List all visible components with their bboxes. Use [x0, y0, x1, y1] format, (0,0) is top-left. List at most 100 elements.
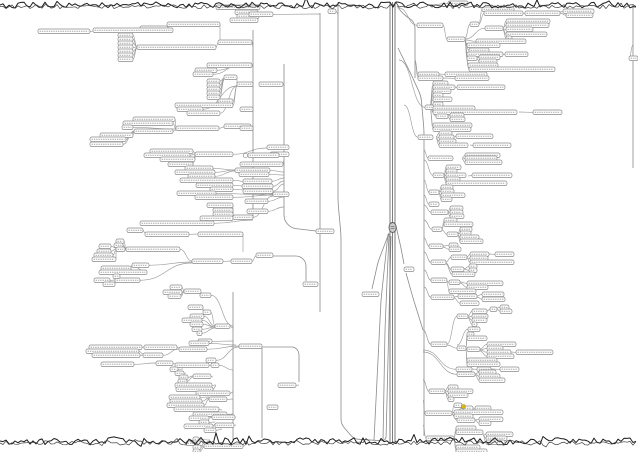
branch-trunk-line	[371, 232, 390, 290]
node-connector	[267, 196, 285, 202]
mindmap-node[interactable]	[428, 388, 446, 394]
mindmap-node[interactable]	[266, 404, 279, 410]
mindmap-node[interactable]	[102, 281, 116, 287]
mindmap-node[interactable]	[467, 326, 481, 332]
mindmap-node[interactable]	[188, 340, 210, 346]
mindmap-node[interactable]	[121, 124, 134, 130]
node-connector	[218, 126, 225, 129]
node-connector	[461, 154, 466, 159]
node-connector	[467, 310, 473, 317]
node-connector	[423, 251, 432, 263]
mindmap-node[interactable]	[133, 128, 174, 134]
mindmap-node[interactable]	[93, 277, 111, 283]
mindmap-node[interactable]	[203, 443, 244, 449]
node-connector	[467, 316, 473, 321]
mindmap-node[interactable]	[478, 377, 506, 383]
mindmap-node[interactable]	[456, 84, 506, 90]
node-connector	[445, 256, 452, 263]
mindmap-node[interactable]	[469, 259, 515, 265]
mindmap-node[interactable]	[166, 21, 221, 27]
mindmap-node[interactable]	[167, 161, 194, 167]
node-connector	[479, 349, 488, 353]
mindmap-node[interactable]	[195, 390, 231, 396]
mindmap-node[interactable]	[230, 258, 253, 264]
mindmap-node[interactable]	[456, 313, 469, 319]
mindmap-node[interactable]	[453, 409, 504, 415]
mindmap-node[interactable]	[92, 27, 174, 33]
mindmap-node[interactable]	[239, 161, 284, 167]
mindmap-node[interactable]	[98, 243, 112, 249]
mindmap-node[interactable]	[440, 196, 453, 202]
mindmap-node[interactable]	[416, 22, 444, 28]
mindmap-node[interactable]	[478, 420, 492, 426]
mindmap-node[interactable]	[448, 279, 461, 285]
mindmap-node[interactable]	[483, 10, 524, 16]
mindmap-node[interactable]	[435, 113, 449, 119]
node-connector	[453, 295, 459, 298]
mindmap-node[interactable]	[489, 306, 498, 312]
mindmap-node[interactable]	[455, 366, 473, 372]
node-connector	[271, 177, 285, 182]
node-connector	[218, 408, 223, 411]
mindmap-node[interactable]	[206, 202, 234, 208]
mindmap-node[interactable]	[524, 10, 561, 16]
mindmap-node[interactable]	[466, 284, 489, 290]
mindmap-node[interactable]	[169, 284, 183, 290]
mindmap-node[interactable]	[126, 227, 144, 233]
mindmap-node[interactable]	[450, 254, 468, 260]
mindmap-node[interactable]	[217, 39, 253, 45]
node-connector	[463, 265, 470, 270]
node-connector	[201, 397, 210, 402]
node-connector	[474, 374, 480, 381]
mindmap-node[interactable]	[417, 75, 444, 81]
mindmap-node[interactable]	[446, 231, 459, 237]
mindmap-node[interactable]	[179, 177, 234, 183]
mindmap-node[interactable]	[142, 352, 164, 358]
mindmap-node[interactable]	[232, 214, 254, 220]
mindmap-node[interactable]	[174, 362, 210, 368]
central-topic-node[interactable]	[388, 222, 397, 233]
node-connector	[559, 12, 567, 16]
mindmap-node[interactable]	[242, 188, 274, 194]
node-connector	[414, 60, 419, 79]
node-connector	[219, 78, 225, 90]
torn-paper-edge	[0, 0, 637, 9]
node-layer	[37, 0, 638, 452]
mindmap-node[interactable]	[98, 269, 148, 275]
mindmap-node[interactable]	[37, 28, 91, 34]
node-connector	[269, 169, 285, 173]
node-connector	[423, 286, 432, 298]
mindmap-node[interactable]	[199, 292, 212, 298]
mindmap-node[interactable]	[454, 75, 490, 81]
mindmap-node[interactable]	[238, 171, 270, 177]
mindmap-node[interactable]	[112, 273, 121, 279]
node-connector	[187, 375, 194, 378]
mindmap-node[interactable]	[159, 156, 196, 162]
node-connector	[201, 327, 216, 334]
node-connector	[162, 348, 180, 356]
mindmap-node[interactable]	[448, 246, 462, 252]
node-connector	[423, 179, 430, 193]
mindmap-node[interactable]	[192, 71, 214, 77]
node-connector	[464, 23, 471, 39]
mindmap-node[interactable]	[430, 341, 448, 347]
highlight-marker-icon[interactable]	[461, 404, 466, 409]
torn-paper-edge	[0, 2, 637, 10]
marker-layer	[242, 152, 466, 409]
mindmap-node[interactable]	[272, 191, 290, 197]
mindmap-node[interactable]	[499, 308, 513, 314]
mindmap-node[interactable]	[432, 172, 445, 178]
mindmap-node[interactable]	[236, 81, 254, 87]
mindmap-node[interactable]	[246, 208, 269, 214]
mindmap-node[interactable]	[203, 427, 217, 433]
mindmap-node[interactable]	[466, 335, 488, 341]
mindmap-node[interactable]	[175, 125, 220, 131]
mindmap-node[interactable]	[91, 352, 141, 358]
mindmap-node[interactable]	[144, 231, 190, 237]
mindmap-node[interactable]	[114, 277, 141, 283]
mindmap-node[interactable]	[447, 392, 469, 398]
mindmap-node[interactable]	[427, 155, 454, 161]
mindmap-node[interactable]	[174, 102, 234, 108]
junction-circle-node[interactable]	[242, 152, 249, 159]
mindmap-node[interactable]	[430, 277, 448, 283]
